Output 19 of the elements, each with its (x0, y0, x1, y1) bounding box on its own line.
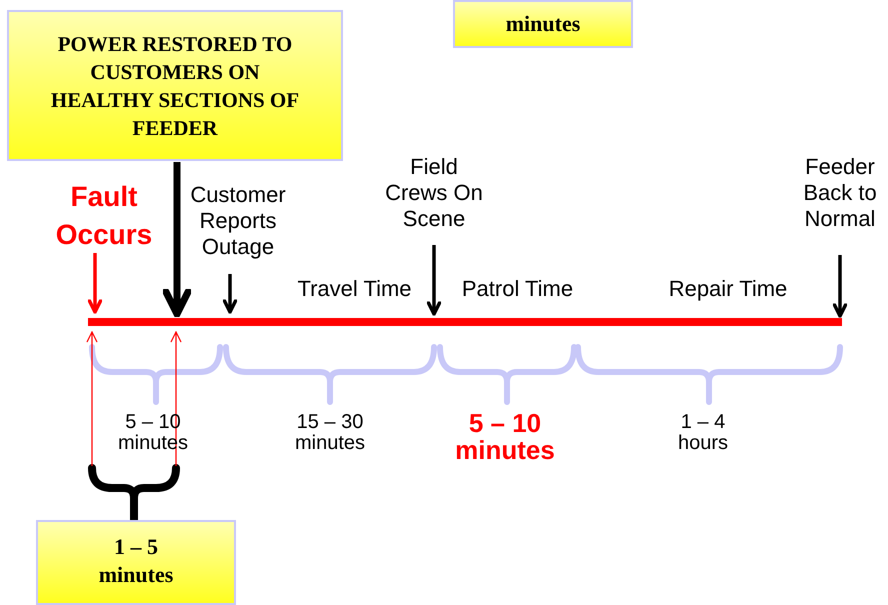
event-label: Field Crews On Scene (381, 153, 487, 233)
event-label: Customer Reports Outage (185, 181, 291, 261)
arrow (162, 162, 192, 318)
event-label: Feeder Back to Normal (793, 153, 887, 233)
duration-label: 15 – 30 minutes (294, 412, 366, 454)
duration-label: 5 – 10 minutes (454, 410, 556, 464)
timeline-bar (88, 318, 842, 326)
duration-box: minutes (453, 0, 633, 48)
arrow (832, 255, 848, 318)
phase-label: Repair Time (668, 278, 788, 299)
restoration-box: POWER RESTORED TO CUSTOMERS ON HEALTHY SECTIONS OF FEEDER (7, 10, 343, 161)
phase-label: Patrol Time (460, 278, 574, 299)
event-label: Fault Occurs (38, 180, 170, 252)
arrow (426, 245, 442, 316)
arrow (222, 274, 238, 314)
duration-box: 1 – 5 minutes (36, 520, 236, 605)
duration-label: 1 – 4 hours (676, 412, 730, 454)
phase-label: Travel Time (296, 278, 413, 299)
arrow (88, 253, 102, 314)
